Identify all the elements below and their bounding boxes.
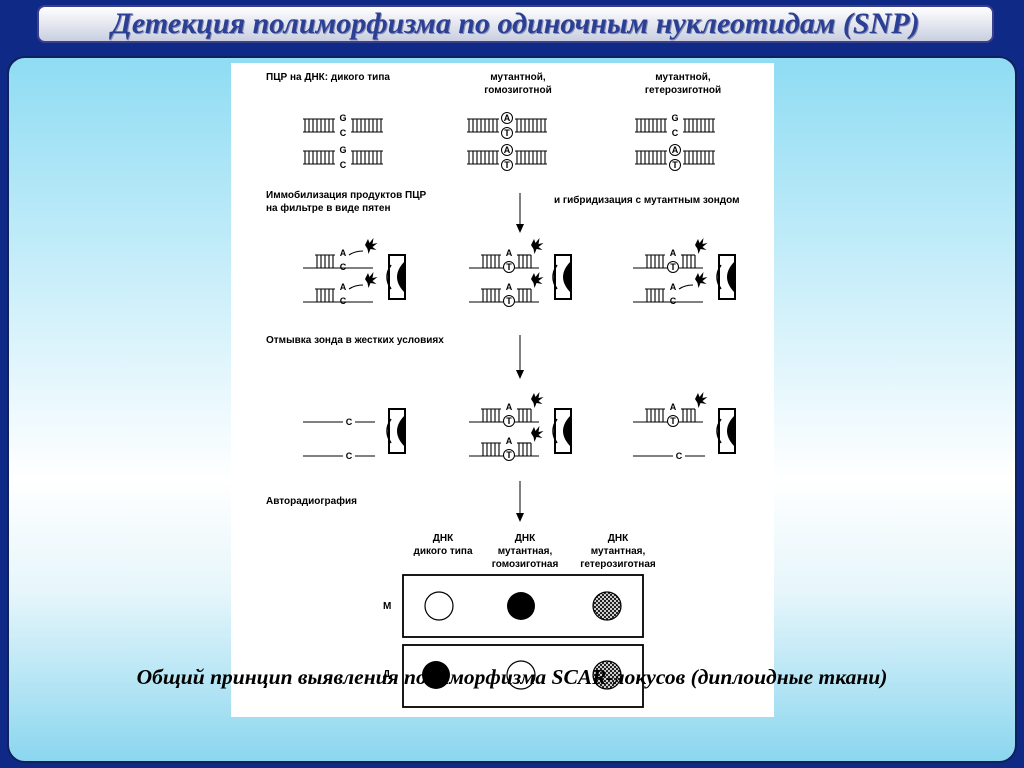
result-header-homo-3: гомозиготная	[492, 559, 559, 570]
result-header-wild-1: ДНК	[433, 533, 454, 544]
header-wild-type: ПЦР на ДНК: дикого типа	[266, 72, 390, 83]
nucleotide-bottom: C	[340, 296, 347, 306]
result-header-homo-1: ДНК	[515, 533, 536, 544]
header-het-1: мутантной,	[655, 72, 711, 83]
result-header-homo-2: мутантная,	[498, 546, 553, 557]
result-header-wild-2: дикого типа	[413, 546, 472, 557]
nucleotide-bottom: T	[506, 296, 512, 306]
nucleotide-marker	[503, 415, 515, 427]
nucleotide-marker	[503, 295, 515, 307]
filter-membrane	[716, 254, 736, 300]
nucleotide-bottom: C	[340, 160, 347, 170]
nucleotide-top: A	[670, 402, 677, 412]
nucleotide-top: A	[670, 282, 677, 292]
nucleotide-bottom: C	[340, 128, 347, 138]
nucleotide-bottom: C	[676, 451, 683, 461]
nucleotide-bottom: T	[672, 160, 678, 170]
nucleotide-top: A	[672, 145, 679, 155]
nucleotide-bottom: C	[672, 128, 679, 138]
step-washing: Отмывка зонда в жестких условиях	[266, 335, 444, 346]
step-hybridization: и гибридизация с мутантным зондом	[554, 194, 740, 206]
spot-d-wild	[422, 661, 450, 689]
spot-d-homo	[506, 660, 536, 690]
slide-title: Детекция полиморфизма по одиночным нукле…	[111, 7, 920, 40]
down-arrow-3	[516, 481, 524, 522]
nucleotide-marker	[503, 449, 515, 461]
nucleotide-marker	[669, 144, 681, 156]
nucleotide-top: A	[506, 402, 513, 412]
nucleotide-top: A	[506, 436, 513, 446]
filter-membrane	[716, 408, 736, 454]
row-label-d: Д	[383, 669, 390, 680]
nucleotide-top: A	[506, 282, 513, 292]
result-row-d: Д	[383, 644, 644, 708]
nucleotide-marker	[669, 159, 681, 171]
nucleotide-top: A	[340, 248, 347, 258]
nucleotide-bottom: T	[506, 416, 512, 426]
filter-membrane	[552, 408, 572, 454]
nucleotide-bottom: C	[346, 417, 353, 427]
result-row-m: М	[383, 574, 644, 638]
nucleotide-bottom: T	[504, 128, 510, 138]
step-autoradiography: Авторадиография	[266, 495, 357, 507]
snp-diagram: ПЦР на ДНК: дикого типа мутантной, гомоз…	[231, 63, 774, 717]
content-panel: ПЦР на ДНК: дикого типа мутантной, гомоз…	[7, 56, 1017, 763]
step-immobilization-1: Иммобилизация продуктов ПЦР	[266, 189, 427, 201]
result-header-het-2: мутантная,	[591, 546, 646, 557]
spot-m-wild	[424, 591, 454, 621]
filter-membrane	[552, 254, 572, 300]
nucleotide-top: A	[504, 113, 511, 123]
nucleotide-top: A	[340, 282, 347, 292]
nucleotide-bottom: C	[346, 451, 353, 461]
nucleotide-marker	[667, 415, 679, 427]
nucleotide-top: G	[671, 113, 678, 123]
header-homo-2: гомозиготной	[484, 85, 551, 96]
nucleotide-top: A	[670, 248, 677, 258]
spot-m-het	[592, 591, 622, 621]
row-label-m: М	[383, 601, 391, 612]
header-homo-1: мутантной,	[490, 72, 546, 83]
filter-membrane	[386, 408, 406, 454]
result-header-het-1: ДНК	[608, 533, 629, 544]
filter-membrane	[386, 254, 406, 300]
title-bar: Детекция полиморфизма по одиночным нукле…	[37, 5, 994, 43]
nucleotide-bottom: T	[504, 160, 510, 170]
down-arrow-2	[516, 335, 524, 379]
nucleotide-bottom: C	[670, 296, 677, 306]
nucleotide-marker	[501, 144, 513, 156]
nucleotide-bottom: T	[506, 262, 512, 272]
nucleotide-top: A	[506, 248, 513, 258]
header-het-2: гетерозиготной	[645, 85, 721, 96]
nucleotide-bottom: T	[670, 262, 676, 272]
slide-caption: Общий принцип выявления полиморфизма SCA…	[136, 665, 888, 689]
nucleotide-top: G	[339, 145, 346, 155]
nucleotide-marker	[501, 127, 513, 139]
diagram-canvas: ПЦР на ДНК: дикого типа мутантной, гомоз…	[266, 72, 740, 708]
nucleotide-marker	[501, 112, 513, 124]
spot-d-het	[592, 660, 622, 690]
nucleotide-bottom: T	[506, 450, 512, 460]
nucleotide-marker	[501, 159, 513, 171]
step-immobilization-2: на фильтре в виде пятен	[266, 202, 391, 214]
nucleotide-marker	[503, 261, 515, 273]
result-header-het-3: гетерозиготная	[580, 559, 656, 570]
nucleotide-top: A	[504, 145, 511, 155]
spot-m-homo	[507, 592, 535, 620]
nucleotide-bottom: C	[340, 262, 347, 272]
nucleotide-bottom: T	[670, 416, 676, 426]
nucleotide-top: G	[339, 113, 346, 123]
down-arrow-1	[516, 193, 524, 233]
nucleotide-marker	[667, 261, 679, 273]
